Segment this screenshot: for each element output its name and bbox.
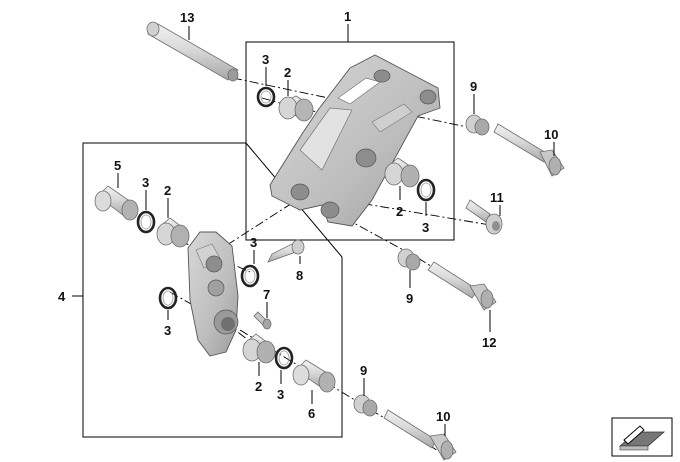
- callout-2-mid: 2: [396, 204, 403, 219]
- ring-part-3-left: [136, 210, 156, 234]
- callout-2-left: 2: [164, 183, 171, 198]
- callout-labels: 1 13 3 2 9 10 11 2 3 4 5 3 2 3 8 7 3 9 1…: [58, 9, 558, 424]
- callout-3-top: 3: [262, 52, 269, 67]
- bolt-part-11: [465, 199, 503, 235]
- callout-9-mid: 9: [406, 291, 413, 306]
- bush-part-2-bottom: [242, 333, 276, 364]
- leader-lines: [72, 24, 555, 436]
- spacer-part-9-mid: [397, 248, 421, 271]
- callout-11: 11: [490, 190, 504, 205]
- callout-8: 8: [296, 268, 303, 283]
- ring-part-3-lower: [158, 286, 178, 310]
- screw-part-7: [253, 311, 272, 330]
- sleeve-part-6: [292, 359, 336, 393]
- bolt-part-12: [427, 261, 497, 311]
- ring-part-3-bottom: [274, 346, 294, 370]
- assembly-frame-4: [82, 142, 343, 438]
- bush-part-2-left: [156, 217, 190, 248]
- callout-9-top: 9: [470, 79, 477, 94]
- ring-part-3-top: [256, 86, 276, 108]
- ring-part-3-mid: [416, 178, 436, 202]
- bolt-part-8: [267, 239, 305, 263]
- callout-10-top: 10: [544, 127, 558, 142]
- bush-part-2-mid: [384, 157, 420, 188]
- callout-9-bottom: 9: [360, 363, 367, 378]
- callout-3-center: 3: [250, 235, 257, 250]
- callout-2-top: 2: [284, 65, 291, 80]
- bracket-part-4: [187, 231, 239, 357]
- bolt-part-10-bottom: [383, 409, 457, 461]
- callout-12: 12: [482, 335, 496, 350]
- callout-7: 7: [263, 287, 270, 302]
- sleeve-part-13: [146, 21, 239, 82]
- arrow-pointer-icon: [611, 417, 673, 457]
- callout-13: 13: [180, 10, 194, 25]
- callout-1: 1: [344, 9, 351, 24]
- callout-3-mid: 3: [422, 220, 429, 235]
- callout-3-bottom: 3: [277, 387, 284, 402]
- sleeve-part-5: [94, 185, 139, 221]
- bush-part-2-top: [278, 95, 314, 122]
- callout-3-left: 3: [142, 175, 149, 190]
- ring-part-3-center: [240, 264, 260, 288]
- bolt-part-10-top: [493, 123, 565, 177]
- lever-part-1: [269, 54, 441, 227]
- spacer-part-9-top: [465, 114, 490, 136]
- callout-10-bottom: 10: [436, 409, 450, 424]
- callout-2-bottom: 2: [255, 379, 262, 394]
- callout-4: 4: [58, 289, 66, 304]
- callout-3-lower: 3: [164, 323, 171, 338]
- spacer-part-9-bottom: [353, 394, 378, 417]
- callout-6: 6: [308, 406, 315, 421]
- callout-5: 5: [114, 158, 121, 173]
- assembly-frame-1: [245, 41, 455, 241]
